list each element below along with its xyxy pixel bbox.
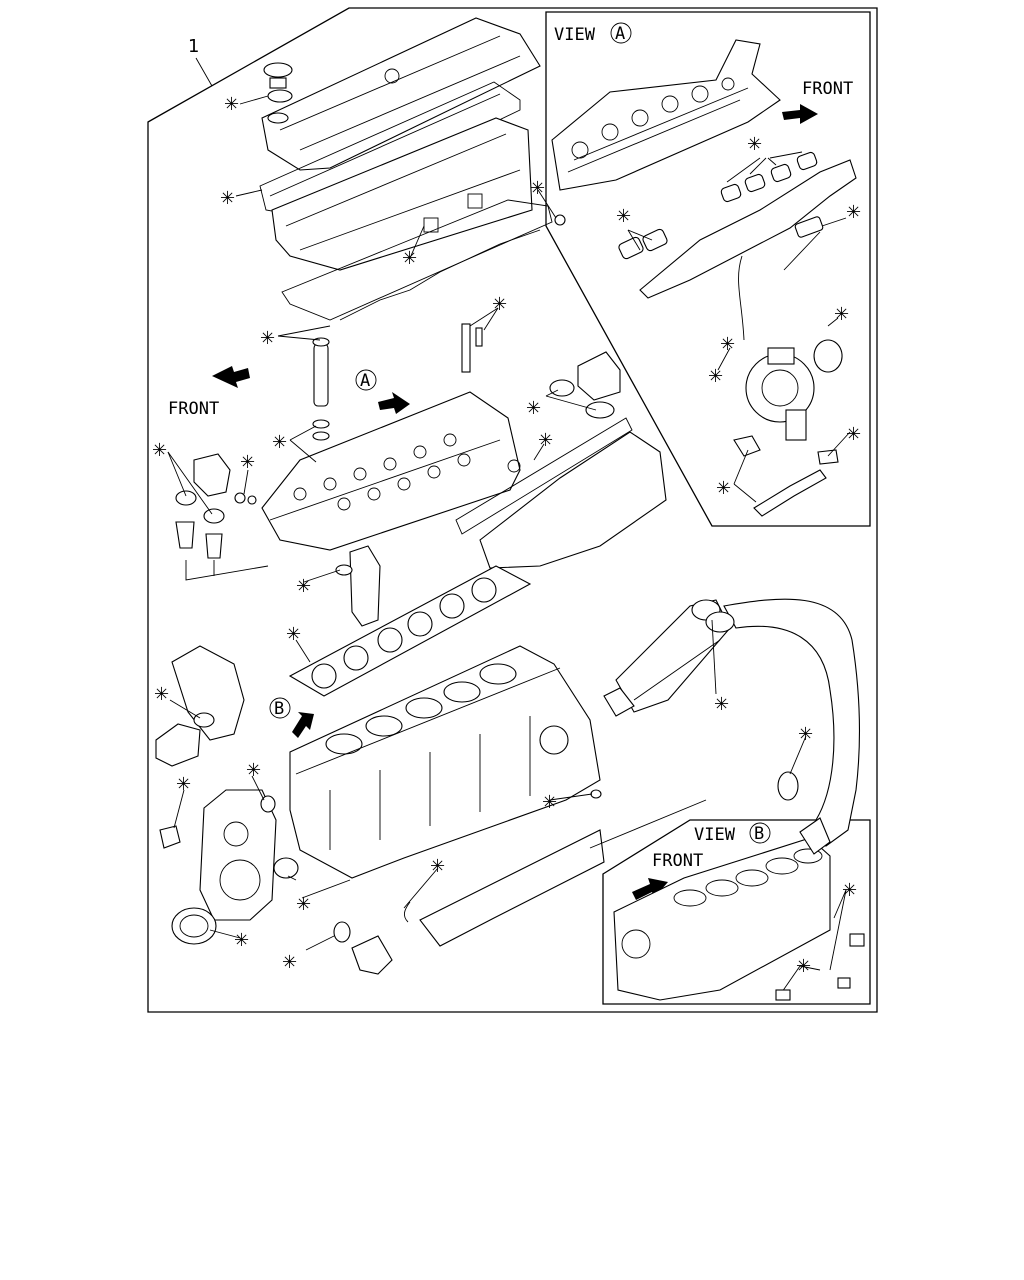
cylinder-head — [261, 391, 521, 551]
svg-text:✳: ✳ — [176, 774, 191, 795]
leak-off-pipe — [339, 229, 541, 321]
svg-text:✳: ✳ — [542, 792, 557, 813]
cylinder-block — [289, 645, 601, 879]
svg-text:✳: ✳ — [834, 304, 849, 325]
front-case — [199, 789, 277, 921]
view-a-circle — [610, 22, 632, 44]
rocker-housing — [271, 117, 533, 271]
thermostat-1 — [175, 521, 195, 549]
svg-text:✳: ✳ — [272, 432, 287, 453]
callout-number: 1 — [188, 36, 199, 57]
water-outlet-pipe — [349, 545, 381, 627]
view-b-marker-circle — [269, 697, 291, 719]
view-b-marker-letter: B — [274, 699, 284, 719]
svg-text:✳: ✳ — [846, 202, 861, 223]
manifold-flange-gasket — [549, 379, 575, 397]
head-cover — [261, 17, 541, 171]
svg-text:✳: ✳ — [240, 452, 255, 473]
svg-text:✳: ✳ — [402, 248, 417, 269]
water-pump-cover — [171, 645, 245, 741]
svg-text:✳: ✳ — [846, 424, 861, 445]
view-a-exhaust-gaskets — [720, 151, 818, 203]
svg-text:✳: ✳ — [714, 694, 729, 715]
thermostat-2 — [205, 533, 223, 559]
crank-front-seal — [171, 907, 217, 945]
view-b-letter: B — [754, 824, 764, 844]
svg-text:✳: ✳ — [708, 366, 723, 387]
view-a-marker-letter: A — [360, 371, 370, 391]
view-b-marker-arrow-icon — [292, 712, 314, 738]
svg-text:✳: ✳ — [796, 956, 811, 977]
intake-manifold — [479, 431, 667, 569]
main-front-arrow-icon — [212, 366, 250, 388]
svg-text:✳: ✳ — [492, 294, 507, 315]
thermostat-gasket-1 — [175, 490, 197, 506]
svg-text:✳: ✳ — [152, 440, 167, 461]
svg-text:✳: ✳ — [234, 930, 249, 951]
oil-filler-cap — [263, 62, 293, 78]
svg-text:✳: ✳ — [430, 856, 445, 877]
thermostat-cover — [193, 453, 231, 497]
injector-o-ring-upper — [312, 419, 330, 429]
front-case-o-ring — [273, 857, 299, 879]
view-a-label: VIEW — [554, 25, 596, 45]
svg-text:✳: ✳ — [224, 94, 239, 115]
svg-text:✳: ✳ — [716, 478, 731, 499]
svg-text:✳: ✳ — [296, 894, 311, 915]
thermostat-housing-top — [577, 351, 621, 401]
view-b-label: VIEW — [694, 825, 736, 845]
svg-text:✳: ✳ — [720, 334, 735, 355]
svg-text:✳: ✳ — [842, 880, 857, 901]
main-frame — [147, 7, 878, 1013]
intake-manifold-gasket — [455, 417, 633, 535]
view-b-inset: VIEW B FRONT ✳ ✳ — [602, 819, 871, 1005]
svg-text:✳: ✳ — [798, 724, 813, 745]
water-pump — [155, 723, 201, 767]
view-a-inset: VIEW A FRONT — [545, 11, 871, 527]
main-front-label: FRONT — [168, 399, 219, 419]
view-b-front-arrow-icon — [632, 878, 668, 900]
view-a-marker-arrow-icon — [378, 392, 410, 414]
svg-text:✳: ✳ — [526, 398, 541, 419]
view-a-marker-circle — [355, 369, 377, 391]
view-a-front-label: FRONT — [802, 79, 853, 99]
view-b-cylinder-block — [613, 837, 831, 1001]
svg-text:✳: ✳ — [296, 576, 311, 597]
water-inlet-o-ring — [333, 921, 351, 943]
filler-cap-gasket — [267, 89, 293, 103]
callout-leader — [195, 57, 213, 87]
kit-markers: ✳ ✳ ✳ ✳ ✳ ✳ ✳ ✳ ✳ ✳ ✳ ✳ ✳ ✳ ✳ ✳ ✳ ✳ ✳ ✳ … — [152, 94, 813, 973]
view-b-circle — [749, 822, 771, 844]
thermostat-gasket-2 — [203, 508, 225, 524]
view-a-return-pipe — [753, 469, 827, 517]
svg-text:✳: ✳ — [154, 684, 169, 705]
svg-text:✳: ✳ — [286, 624, 301, 645]
svg-text:✳: ✳ — [538, 430, 553, 451]
svg-text:✳: ✳ — [530, 178, 545, 199]
head-cover-gasket — [259, 81, 521, 217]
head-bolt — [461, 323, 471, 373]
view-a-letter: A — [615, 24, 625, 44]
oil-cooler — [419, 829, 605, 947]
svg-text:✳: ✳ — [220, 188, 235, 209]
svg-text:✳: ✳ — [616, 206, 631, 227]
svg-text:✳: ✳ — [282, 952, 297, 973]
view-a-cylinder-head — [551, 39, 781, 191]
svg-text:✳: ✳ — [747, 134, 762, 155]
svg-text:✳: ✳ — [260, 328, 275, 349]
exhaust-pipe-gasket — [777, 771, 799, 801]
view-a-front-arrow-icon — [782, 104, 818, 124]
water-inlet-pipe — [351, 935, 393, 975]
svg-text:✳: ✳ — [246, 760, 261, 781]
injector — [313, 343, 329, 407]
leader-lines — [167, 95, 807, 951]
view-b-front-label: FRONT — [652, 851, 703, 871]
view-a-oil-pipe — [738, 255, 745, 341]
rocker-lower-gasket — [281, 199, 553, 321]
view-a-exhaust-manifold — [639, 159, 857, 299]
exhaust-pipe — [723, 598, 861, 847]
